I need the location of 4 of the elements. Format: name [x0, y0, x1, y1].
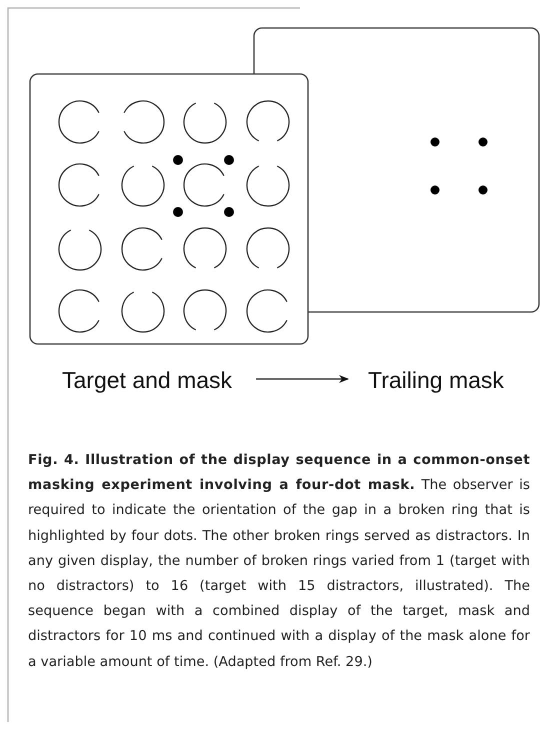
panel-label: Target and mask: [62, 366, 232, 394]
arrow: [256, 375, 349, 383]
figure-caption: Fig. 4. Illustration of the display sequence in a common-onset masking experiment involving a four-dot mask. The observer is required to indicate the orientation of the gap in a broken ring that is highlighted by four dots. The other broken rings served as distractors. In any given display, the number of broken rings varied from 1 (target with no distractors) to 16 (target with 15 distractors, illustrated). The sequence began with a combined display of the target, mask and distractors for 10 ms and continued with a display of the mask alone for a variable amount of time. (Adapted from Ref. 29.): [28, 451, 530, 672]
panel-label: Trailing mask: [368, 366, 504, 394]
